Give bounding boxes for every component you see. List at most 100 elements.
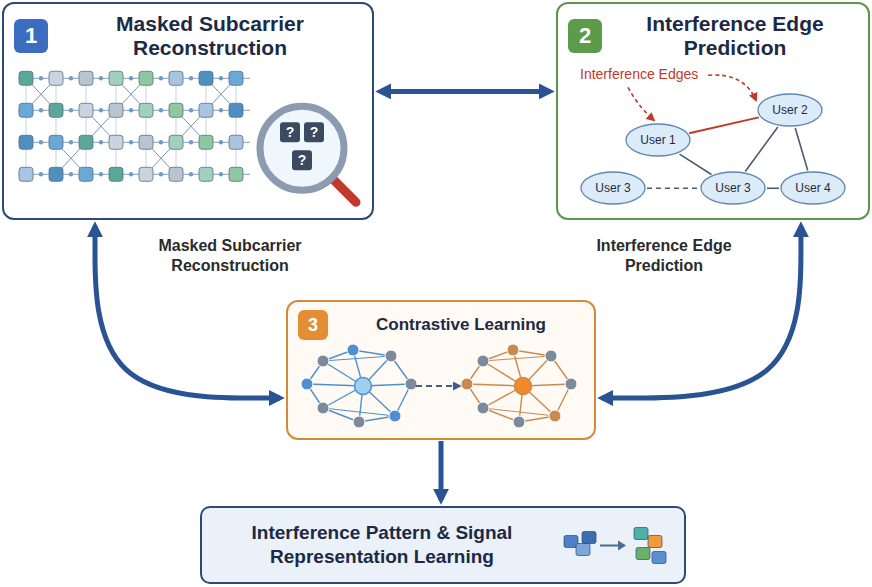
- feature-block: [576, 544, 590, 556]
- user-node: User 1: [625, 123, 691, 157]
- graph-center: [515, 378, 532, 395]
- panel-header: 2Interference Edge Prediction: [558, 4, 868, 64]
- feature-block: [634, 528, 648, 540]
- subcarrier-cell: [139, 167, 153, 181]
- subcarrier-cell: [139, 135, 153, 149]
- graph-node: [389, 410, 401, 422]
- mask-mark: ?: [292, 150, 312, 170]
- subcarrier-cell: [139, 103, 153, 117]
- magnifier-handle: [332, 178, 356, 202]
- panel-title: Contrastive Learning: [338, 315, 584, 335]
- user-label: User 3: [595, 181, 630, 195]
- label-holder: ?: [280, 122, 300, 142]
- grid-dot: [189, 76, 193, 80]
- masked-cell: [292, 150, 312, 170]
- graph-link: [647, 187, 699, 189]
- grid-dot: [39, 108, 43, 112]
- panel-box: 1Masked Subcarrier Reconstruction: [2, 2, 374, 220]
- transform-arrow-head: [618, 541, 626, 551]
- grid-dot: [99, 108, 103, 112]
- arrow-label: Masked Subcarrier Reconstruction: [132, 236, 328, 276]
- subcarrier-cell: [229, 71, 243, 85]
- grid-line: [236, 72, 237, 182]
- step-badge: 2: [568, 19, 602, 53]
- grid-line: [116, 72, 117, 182]
- panel-box: 2Interference Edge PredictionUser 1 User …: [556, 2, 870, 220]
- subcarrier-cell: [79, 167, 93, 181]
- grid-dot: [159, 140, 163, 144]
- grid-dot: [99, 76, 103, 80]
- transfer-arrow: [416, 385, 460, 387]
- masked-cell: [280, 122, 300, 142]
- panel-header: 3Contrastive Learning: [288, 302, 594, 344]
- flow-arrow: [380, 89, 550, 94]
- grid-dot: [99, 172, 103, 176]
- user-ellipse: [758, 94, 822, 126]
- user-node: User 4: [780, 171, 846, 205]
- graph-node: [317, 402, 329, 414]
- grid-dot: [69, 172, 73, 176]
- grid-dot: [39, 76, 43, 80]
- grid-dot: [129, 172, 133, 176]
- result-title: Interference Pattern & Signal Representa…: [222, 521, 542, 569]
- arrow-label: Interference Edge Prediction: [566, 236, 762, 276]
- label-holder: Interference Edges: [580, 66, 698, 84]
- subcarrier-cell: [169, 167, 183, 181]
- graph-node: [545, 350, 557, 362]
- graph-node: [405, 378, 417, 390]
- label-holder: Interference Edge Prediction: [566, 236, 762, 276]
- graph-node: [477, 402, 489, 414]
- grid-dot: [129, 108, 133, 112]
- graph-link: [767, 187, 779, 189]
- user-label: User 3: [715, 181, 750, 195]
- subcarrier-cell: [49, 135, 63, 149]
- subcarrier-cell: [19, 71, 33, 85]
- subcarrier-cell: [109, 103, 123, 117]
- graph-node: [507, 344, 519, 356]
- subcarrier-cell: [229, 103, 243, 117]
- grid-line: [56, 72, 57, 182]
- label-holder: ?: [292, 150, 312, 170]
- user-ellipse: [701, 172, 765, 204]
- panel-header: 1Masked Subcarrier Reconstruction: [4, 4, 372, 64]
- subcarrier-cell: [79, 135, 93, 149]
- mask-mark: ?: [304, 122, 324, 142]
- subcarrier-cell: [229, 135, 243, 149]
- transform-arrow: [600, 545, 620, 547]
- grid-dot: [189, 140, 193, 144]
- graph-link: [680, 154, 712, 174]
- feature-block: [582, 532, 596, 544]
- subcarrier-cell: [19, 135, 33, 149]
- graph-node: [461, 378, 473, 390]
- graph-link: [689, 117, 759, 133]
- grid-dot: [129, 76, 133, 80]
- graph-center: [355, 378, 372, 395]
- subcarrier-cell: [169, 135, 183, 149]
- subcarrier-cell: [19, 167, 33, 181]
- grid-line: [86, 72, 87, 182]
- user-label: User 4: [795, 181, 830, 195]
- grid-dot: [219, 108, 223, 112]
- callout-leader: [628, 87, 654, 120]
- step-badge: 1: [14, 19, 48, 53]
- graph-node: [385, 350, 397, 362]
- graph-edge: [483, 356, 551, 361]
- subcarrier-cell: [229, 167, 243, 181]
- graph-edge: [483, 408, 555, 416]
- feature-block: [652, 552, 666, 564]
- subcarrier-cell: [169, 103, 183, 117]
- user-ellipse: [581, 172, 645, 204]
- panel-box: 3Contrastive Learning: [286, 300, 596, 440]
- label-holder: ?: [304, 122, 324, 142]
- grid-dot: [219, 172, 223, 176]
- grid-line: [146, 72, 147, 182]
- graph-node: [477, 355, 489, 367]
- user-ellipse: [781, 172, 845, 204]
- graph-node: [565, 378, 577, 390]
- masked-cell: [304, 122, 324, 142]
- subcarrier-cell: [139, 71, 153, 85]
- feature-block: [648, 536, 662, 548]
- graph-edge: [323, 356, 391, 361]
